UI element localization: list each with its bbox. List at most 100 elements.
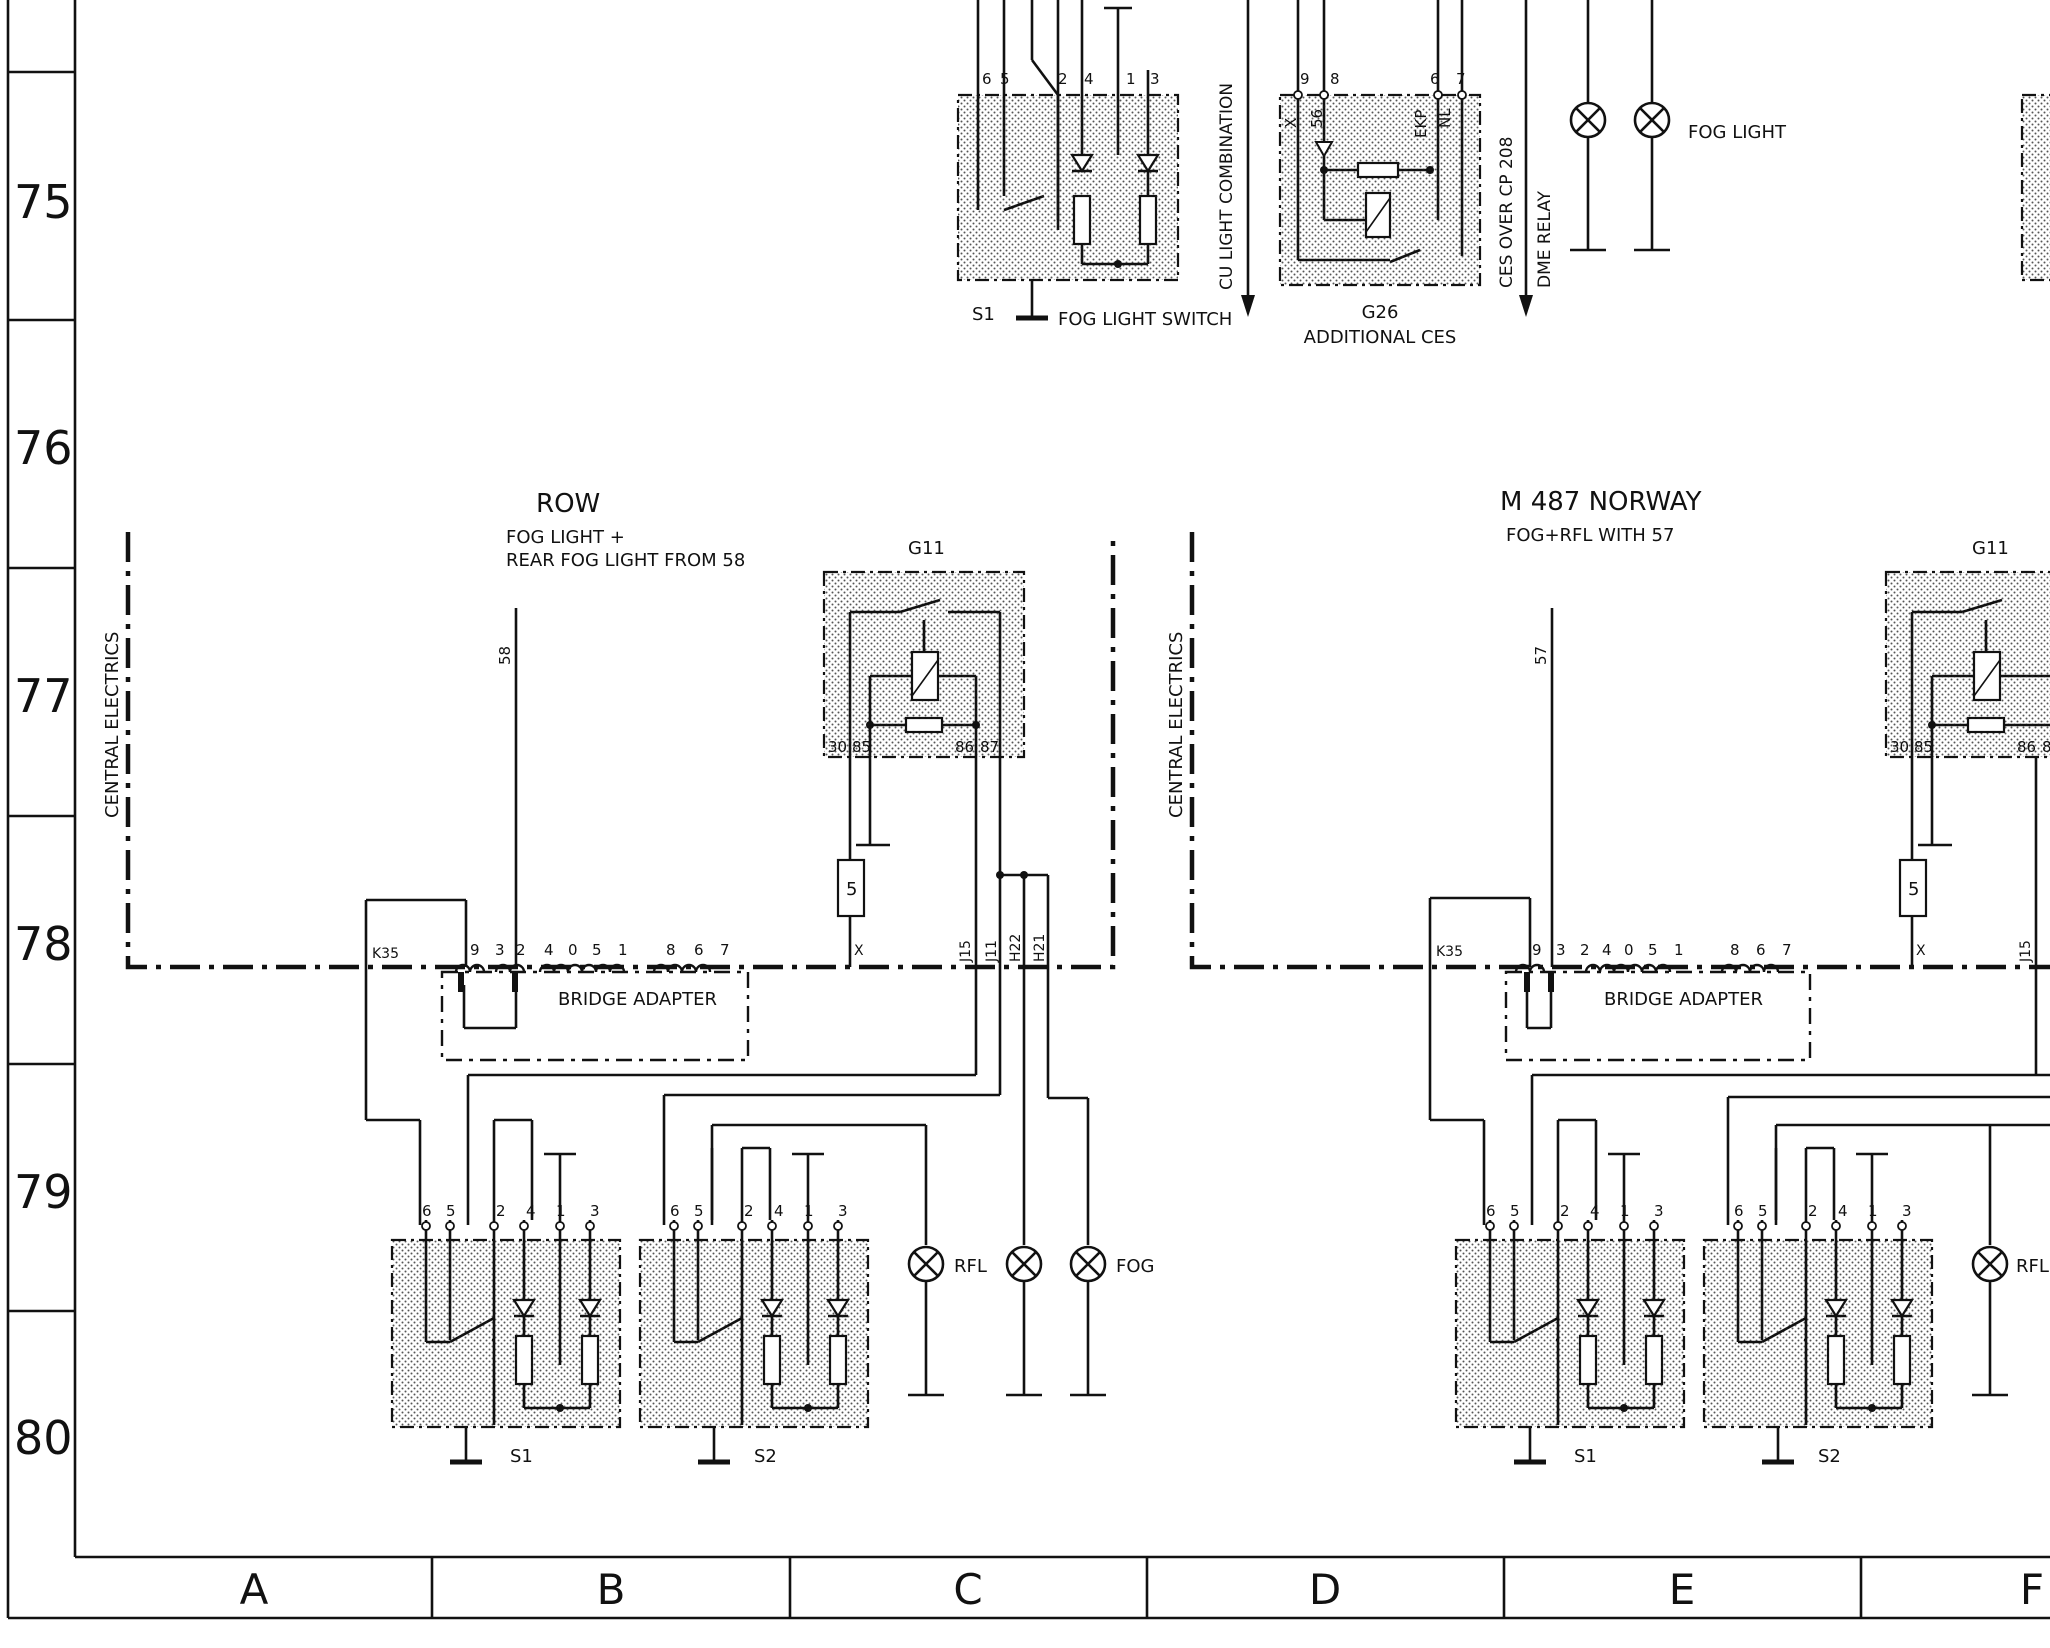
pin-label: 7 <box>1456 70 1466 88</box>
column-label: F <box>2020 1565 2044 1614</box>
ce-pin: H22 <box>1008 934 1024 962</box>
dme-label: DME RELAY <box>1535 190 1555 288</box>
pin-label: 4 <box>1084 70 1094 88</box>
adapter-pin: 7 <box>1782 941 1792 959</box>
column-label: E <box>1669 1565 1696 1614</box>
pin-label: 6 <box>1734 1202 1744 1220</box>
adapter-pin: 6 <box>694 941 704 959</box>
adapter-pin: 6 <box>1756 941 1766 959</box>
relay-term: X <box>1282 118 1300 128</box>
relay-term: 56 <box>1308 109 1326 128</box>
adapter-pin: 7 <box>720 941 730 959</box>
column-label: D <box>1309 1565 1341 1614</box>
pin-label: 5 <box>1000 70 1010 88</box>
wire-label: 57 <box>1532 646 1550 665</box>
adapter-pin: 0 <box>568 941 578 959</box>
adapter-pin: 4 <box>544 941 554 959</box>
cu-light-combination-arrow: CU LIGHT COMBINATION <box>1217 0 1255 317</box>
top-fog-light-switch: 6 5 2 4 1 3 S1 FOG LIGHT SWITCH <box>956 0 1232 330</box>
adapter-pin: 8 <box>666 941 676 959</box>
top-fog-lights: FOG LIGHT <box>1569 0 1787 252</box>
central-electrics-label: CENTRAL ELECTRICS <box>1166 632 1187 818</box>
pin-label: 1 <box>556 1202 566 1220</box>
pin-label: 85 <box>1914 738 1933 756</box>
k35-label: K35 <box>372 946 399 962</box>
pin-label: 85 <box>852 738 871 756</box>
row-label: 75 <box>14 175 73 229</box>
switch-id: S1 <box>972 304 995 325</box>
pin-label: 3 <box>1654 1202 1664 1220</box>
sheet-frame <box>6 0 2050 1620</box>
pin-label: 1 <box>1868 1202 1878 1220</box>
pin-label: 4 <box>1838 1202 1848 1220</box>
norway-section: M 487 NORWAY FOG+RFL WITH 57 CENTRAL ELE… <box>1166 487 2050 1467</box>
relay-name: ADDITIONAL CES <box>1304 327 1457 348</box>
pin-label: 5 <box>1758 1202 1768 1220</box>
pin-label: 3 <box>1902 1202 1912 1220</box>
ce-pin: X <box>1916 943 1926 959</box>
adapter-pin: 1 <box>618 941 628 959</box>
ces-label: CES OVER CP 208 <box>1497 137 1517 288</box>
fog-label: FOG <box>1116 1256 1154 1277</box>
relay-id: G26 <box>1362 302 1399 323</box>
section-title: M 487 NORWAY <box>1500 487 1702 517</box>
adapter-pin: 9 <box>470 941 480 959</box>
section-subtitle: FOG+RFL WITH 57 <box>1506 525 1674 546</box>
relay-term: NL <box>1436 108 1454 128</box>
pin-label: 1 <box>804 1202 814 1220</box>
cu-light-label: CU LIGHT COMBINATION <box>1217 83 1237 290</box>
adapter-label: BRIDGE ADAPTER <box>1604 989 1763 1010</box>
row-label: 80 <box>14 1411 73 1465</box>
relay-id: G11 <box>1972 538 2009 559</box>
fuse-label: 5 <box>846 879 857 900</box>
adapter-pin: 2 <box>1580 941 1590 959</box>
pin-label: 5 <box>446 1202 456 1220</box>
rfl-label: RFL <box>954 1256 987 1277</box>
column-labels: A B C D E F <box>240 1565 2044 1614</box>
pin-label: 6 <box>1486 1202 1496 1220</box>
pin-label: 30 <box>828 738 847 756</box>
top-right-partial <box>2020 93 2050 282</box>
switch-id: S1 <box>510 1446 533 1467</box>
section-subtitle: REAR FOG LIGHT FROM 58 <box>506 550 745 571</box>
fuse-label: 5 <box>1908 879 1919 900</box>
pin-label: 9 <box>1300 70 1310 88</box>
pin-label: 5 <box>1510 1202 1520 1220</box>
pin-label: 6 <box>670 1202 680 1220</box>
adapter-pin: 5 <box>592 941 602 959</box>
wire-label: 58 <box>496 646 514 665</box>
adapter-pin: 4 <box>1602 941 1612 959</box>
pin-label: 8 <box>1330 70 1340 88</box>
pin-label: 6 <box>982 70 992 88</box>
row-label: 78 <box>14 917 73 971</box>
pin-label: 2 <box>744 1202 754 1220</box>
adapter-label: BRIDGE ADAPTER <box>558 989 717 1010</box>
pin-label: 2 <box>1560 1202 1570 1220</box>
switch-id: S1 <box>1574 1446 1597 1467</box>
relay-term: EKP <box>1412 110 1430 138</box>
pin-label: 6 <box>422 1202 432 1220</box>
pin-label: 4 <box>774 1202 784 1220</box>
ce-pin: J11 <box>984 940 1000 963</box>
column-label: A <box>240 1565 269 1614</box>
column-label: C <box>953 1565 982 1614</box>
ce-pin: J15 <box>2018 940 2034 963</box>
pin-label: 30 <box>1890 738 1909 756</box>
pin-label: 3 <box>838 1202 848 1220</box>
row-label: 77 <box>14 669 73 723</box>
adapter-pin: 3 <box>495 941 505 959</box>
adapter-pin: 5 <box>1648 941 1658 959</box>
pin-label: 1 <box>1126 70 1136 88</box>
rfl-label: RFL <box>2016 1256 2049 1277</box>
adapter-pin: 9 <box>1532 941 1542 959</box>
pin-label: 2 <box>1058 70 1068 88</box>
row-labels: 75 76 77 78 79 80 <box>14 175 73 1465</box>
pin-label: 86 <box>2017 738 2036 756</box>
switch-id: S2 <box>754 1446 777 1467</box>
pin-label: 4 <box>526 1202 536 1220</box>
row-label: 76 <box>14 421 73 475</box>
k35-label: K35 <box>1436 944 1463 960</box>
ce-pin: X <box>854 943 864 959</box>
pin-label: 6 <box>1430 70 1440 88</box>
